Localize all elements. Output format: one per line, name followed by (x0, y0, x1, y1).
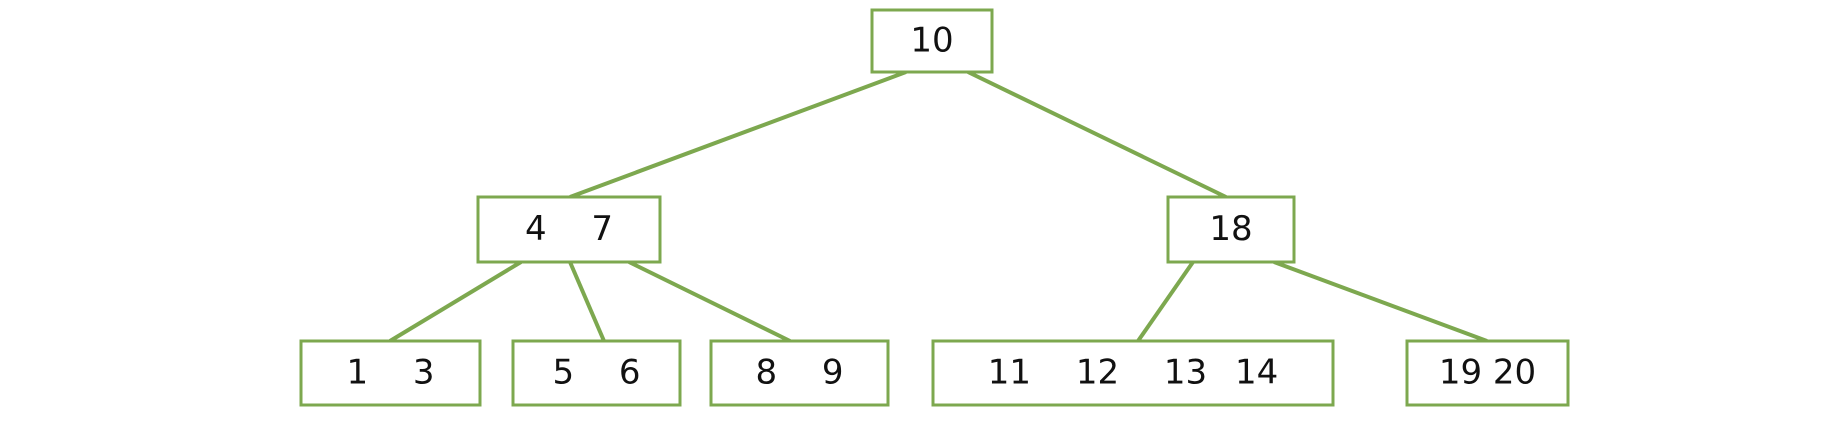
edge-left-leaf3 (628, 260, 791, 343)
node-box-leaf-3[interactable] (709, 339, 890, 407)
tree-node-root[interactable]: 10 (870, 8, 994, 74)
tree-node-leaf-4[interactable]: 11 12 13 14 (931, 339, 1335, 407)
edge-right-leaf5 (1273, 260, 1488, 343)
node-label-leaf-1: 1 3 (346, 353, 434, 393)
node-label-internal-left: 4 7 (525, 209, 613, 249)
node-label-internal-right: 18 (1209, 209, 1252, 249)
tree-node-internal-right[interactable]: 18 (1166, 195, 1296, 264)
edge-right-leaf4 (1136, 260, 1195, 343)
tree-node-leaf-1[interactable]: 1 3 (299, 339, 482, 407)
tree-node-leaf-2[interactable]: 5 6 (511, 339, 682, 407)
node-box-root[interactable] (870, 8, 994, 74)
node-box-internal-right[interactable] (1166, 195, 1296, 264)
tree-edges-group (388, 70, 1488, 343)
node-box-leaf-5[interactable] (1405, 339, 1570, 407)
node-label-leaf-2: 5 6 (552, 353, 640, 393)
edge-root-left (569, 70, 907, 199)
node-box-internal-left[interactable] (476, 195, 662, 264)
edge-root-right (967, 70, 1227, 199)
node-label-leaf-5: 19 20 (1439, 353, 1536, 393)
node-label-leaf-3: 8 9 (755, 353, 843, 393)
edge-left-leaf1 (388, 260, 523, 343)
node-box-leaf-2[interactable] (511, 339, 682, 407)
tree-node-internal-left[interactable]: 4 7 (476, 195, 662, 264)
node-label-leaf-4: 11 12 13 14 (988, 353, 1278, 393)
node-label-root: 10 (910, 21, 953, 61)
node-box-leaf-4[interactable] (931, 339, 1335, 407)
tree-nodes-group: 10 4 7 18 1 3 5 6 8 9 11 12 13 14 19 20 (299, 8, 1570, 407)
tree-node-leaf-3[interactable]: 8 9 (709, 339, 890, 407)
tree-node-leaf-5[interactable]: 19 20 (1405, 339, 1570, 407)
node-box-leaf-1[interactable] (299, 339, 482, 407)
edge-left-leaf2 (568, 261, 606, 342)
